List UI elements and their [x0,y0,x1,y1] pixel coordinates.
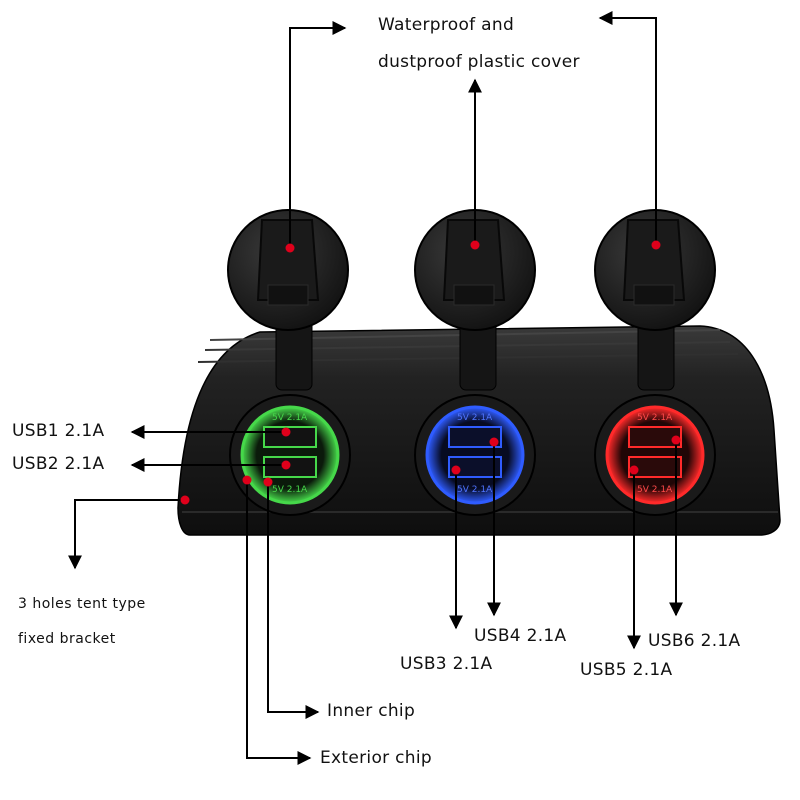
bracket-label-line1: 3 holes tent type [18,596,146,612]
usb4-label: USB4 2.1A [474,626,567,646]
bracket-arrow [68,499,185,570]
usb2-label: USB2 2.1A [12,454,105,474]
usb-socket-blue: 5V 2.1A 5V 2.1A [414,394,536,516]
rating-text: 5V 2.1A [457,413,493,423]
usb3-label: USB3 2.1A [400,654,493,674]
marker-dot [451,465,461,475]
marker-dot [263,477,273,487]
leader-lines [68,11,683,765]
cover-3 [594,209,716,391]
rating-text: 5V 2.1A [272,413,308,423]
marker-dot [281,460,291,470]
inner-chip-arrow [267,482,320,719]
marker-dot [651,240,661,250]
usb5-label: USB5 2.1A [580,660,673,680]
exterior-chip-label: Exterior chip [320,748,432,768]
usb6-label: USB6 2.1A [648,631,741,651]
cover-1-arrow [289,21,347,248]
bracket-label-line2: fixed bracket [18,631,116,647]
exterior-chip-arrow [246,480,312,765]
marker-dot [180,495,190,505]
rating-text: 5V 2.1A [637,413,673,423]
rating-text: 5V 2.1A [457,485,493,495]
cover-label-line2: dustproof plastic cover [378,52,580,72]
marker-dot [671,435,681,445]
usb1-label: USB1 2.1A [12,421,105,441]
rating-text: 5V 2.1A [272,485,308,495]
usb-socket-red: 5V 2.1A 5V 2.1A [594,394,716,516]
marker-dot [242,475,252,485]
marker-dot [285,243,295,253]
cover-label-line1: Waterproof and [378,15,515,35]
cover-3-arrow [598,11,657,245]
inner-chip-label: Inner chip [327,701,416,721]
marker-dot [281,427,291,437]
marker-dot [489,437,499,447]
rating-text: 5V 2.1A [637,485,673,495]
cover-2 [414,209,536,391]
marker-dot [629,465,639,475]
cover-1 [227,209,349,391]
marker-dot [470,240,480,250]
marker-dots [180,240,681,505]
